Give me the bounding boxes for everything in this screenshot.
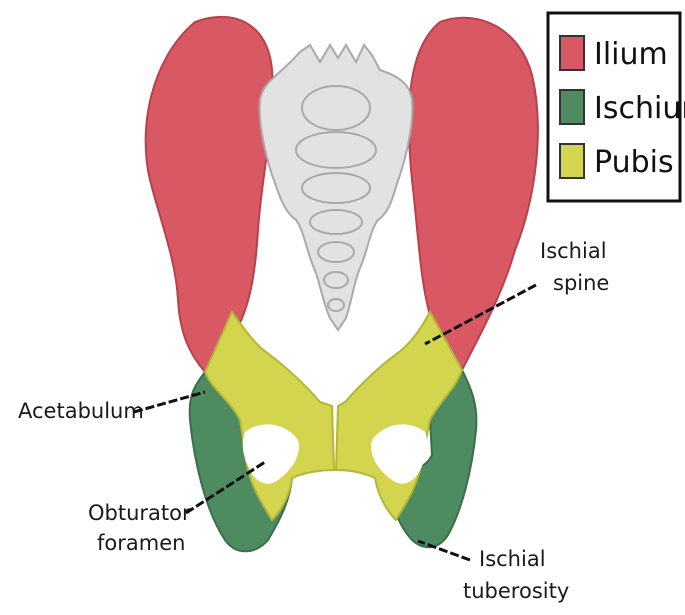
legend-label-ilium: Ilium: [594, 37, 668, 72]
label-acetabulum: Acetabulum: [18, 399, 144, 423]
legend-swatch-ilium: [560, 36, 584, 70]
label-obturator-foramen-line1: Obturator: [88, 501, 191, 525]
label-obturator-foramen-line2: foramen: [97, 531, 185, 555]
legend-swatch-pubis: [560, 144, 584, 178]
legend-item-ischium: Ischium: [560, 90, 685, 126]
legend-swatch-ischium: [560, 90, 584, 124]
legend-label-pubis: Pubis: [594, 145, 674, 180]
legend-item-ilium: Ilium: [560, 36, 668, 72]
legend-label-ischium: Ischium: [594, 91, 685, 126]
left-ilium: [146, 17, 273, 372]
label-ischial-spine-line1: Ischial: [540, 239, 607, 263]
label-ischial-tuberosity-line2: tuberosity: [463, 579, 569, 603]
label-ischial-tuberosity-line1: Ischial: [479, 547, 546, 571]
label-ischial-spine-line2: spine: [553, 271, 609, 295]
legend-item-pubis: Pubis: [560, 144, 674, 180]
